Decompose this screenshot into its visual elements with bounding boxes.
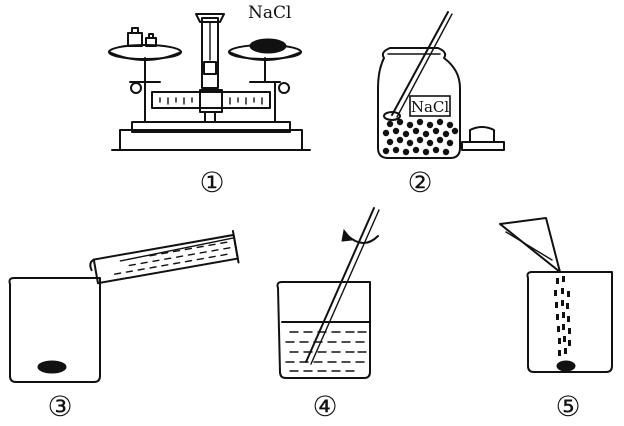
step-4-label: ④ (312, 390, 337, 422)
weight-large (127, 32, 143, 47)
solid-pile-5 (556, 360, 576, 372)
nacl-granules (382, 118, 459, 156)
beaker-3 (8, 277, 101, 383)
glass-rod (305, 207, 375, 363)
balance-beam (151, 91, 271, 109)
step-3-label: ③ (47, 390, 72, 422)
nacl-in-beaker-3 (37, 360, 67, 374)
balance-pointer-scale (195, 13, 225, 23)
reagent-jar (377, 47, 461, 159)
stopper-base (461, 141, 505, 151)
falling-solid (554, 276, 571, 356)
balance-knob-right (278, 82, 290, 94)
beaker-5 (526, 271, 613, 373)
pour-solid-group: ⑤ (499, 217, 613, 423)
balance-group: NaCl ① (108, 3, 311, 199)
spoon-handle (391, 11, 449, 116)
step-1-label: ① (199, 166, 224, 199)
jar-label-text: NaCl (411, 98, 450, 116)
pour-water-group: ③ (8, 229, 240, 423)
stirring-group: ④ (276, 207, 380, 423)
rotation-arrow-icon (347, 235, 379, 244)
step-5-label: ⑤ (555, 390, 580, 422)
balance-center-foot (204, 111, 216, 123)
weighing-paper (499, 217, 561, 273)
balance-scale-ticks (159, 97, 263, 105)
balance-knob-left (130, 82, 142, 94)
nacl-pile-on-pan (249, 38, 287, 54)
jar-label-box (409, 95, 451, 117)
spoon-bowl (383, 111, 401, 121)
balance-pillar-knob (203, 61, 217, 75)
beaker-4 (276, 281, 371, 379)
liquid-dashes (285, 331, 367, 372)
graduated-cylinder (89, 229, 240, 285)
jar-group: NaCl ② (377, 11, 505, 199)
jar-stopper (469, 126, 495, 143)
balance-sample-label: NaCl (248, 3, 291, 23)
step-2-label: ② (407, 166, 432, 199)
balance-pillar (201, 17, 219, 89)
